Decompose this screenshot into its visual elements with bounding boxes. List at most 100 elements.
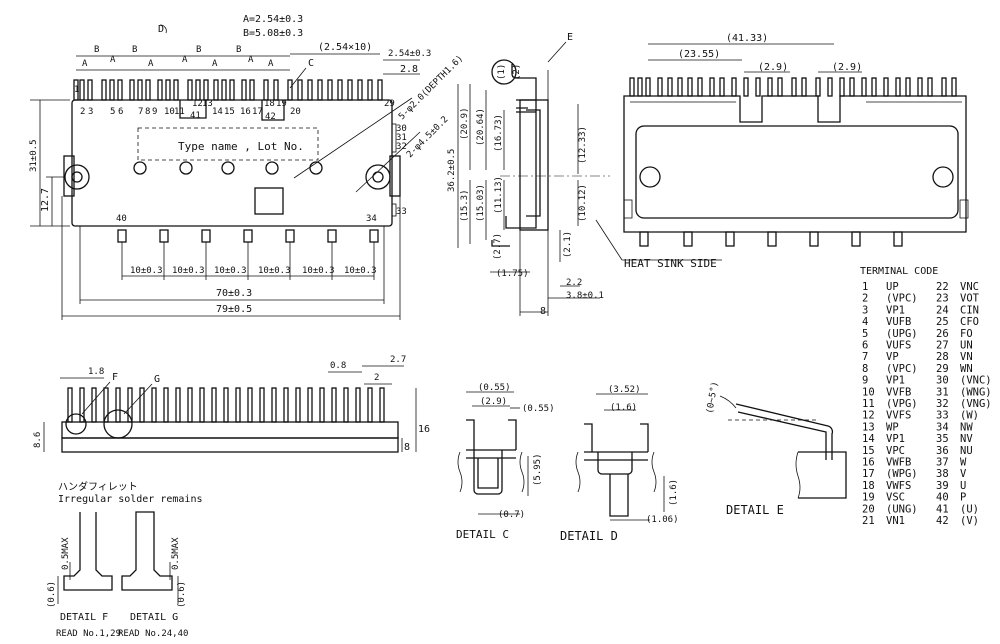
top-pin (195, 79, 201, 101)
terminal-name: WP (886, 421, 899, 433)
front-d08: 0.8 (330, 361, 346, 371)
type-name-label: Type name , Lot No. (178, 140, 304, 153)
e-angle: (0~5°) (705, 381, 720, 415)
right-top-pin (637, 77, 643, 97)
right-top-pin (917, 77, 923, 97)
pin-1: 1 (74, 85, 79, 95)
terminal-no: 9 (862, 375, 868, 387)
terminal-name: W (960, 457, 967, 469)
terminal-no: 6 (862, 340, 868, 352)
top-pin (117, 79, 123, 101)
terminal-no: 8 (862, 363, 868, 375)
top-pin (157, 79, 163, 101)
heat-sink-label: HEAT SINK SIDE (624, 257, 717, 270)
front-pin (379, 387, 385, 423)
pitch-6: 10±0.3 (344, 266, 377, 276)
terminal-no: 35 (936, 433, 949, 445)
right-top-pin (883, 77, 889, 97)
right-bottom-pins (639, 231, 903, 247)
top-pin (307, 79, 313, 101)
pin-13: 13 (202, 99, 213, 109)
pin-19: 19 (276, 99, 287, 109)
top-pin (241, 79, 247, 101)
label-a-2: A (110, 55, 116, 65)
terminal-no: 11 (862, 398, 875, 410)
terminal-name: (WPG) (886, 468, 918, 480)
front-d18: 1.8 (88, 367, 104, 377)
terminal-no: 3 (862, 304, 868, 316)
front-view: 1.8 F G 0.8 2.7 2 8.6 8 16 (33, 355, 430, 453)
d-175: (1.75) (496, 269, 529, 279)
pin-3: 3 (88, 107, 93, 117)
terminal-name: (VPG) (886, 398, 918, 410)
dim-127: 12.7 (40, 188, 51, 212)
right-top-pin (743, 77, 749, 97)
pin-5: 5 (110, 107, 115, 117)
terminal-name: VWFS (886, 480, 911, 492)
terminal-no: 14 (862, 433, 875, 445)
terminal-name: (VNG) (960, 398, 992, 410)
terminal-name: VNC (960, 281, 979, 293)
c-055b: (0.55) (522, 404, 555, 414)
c-595: (5.95) (533, 453, 543, 486)
terminal-no: 30 (936, 375, 949, 387)
bottom-pin (159, 229, 169, 243)
top-pin (297, 79, 303, 101)
terminal-name: VVFB (886, 386, 911, 398)
top-pins (73, 79, 383, 101)
d-4133: (41.33) (726, 33, 768, 44)
top-pin (287, 79, 293, 101)
front-d86: 8.6 (33, 432, 43, 448)
top-pin (165, 79, 171, 101)
terminal-name: VPC (886, 445, 905, 457)
pin-42: 42 (265, 112, 276, 122)
top-pin (79, 79, 85, 101)
right-bottom-pin (639, 231, 649, 247)
bottom-pin (369, 229, 379, 243)
terminal-no: 42 (936, 515, 949, 527)
right-bottom-pin (683, 231, 693, 247)
terminal-no: 1 (862, 281, 868, 293)
front-pin (307, 387, 313, 423)
top-pin (367, 79, 373, 101)
detail-f: DETAIL F (60, 612, 108, 623)
right-bottom-pin (809, 231, 819, 247)
front-label-f: F (112, 372, 118, 383)
front-pin (223, 387, 229, 423)
terminal-name: VUFS (886, 340, 911, 352)
right-top-pin (871, 77, 877, 97)
front-pin (199, 387, 205, 423)
d-29b: (2.9) (832, 62, 862, 73)
read-g: READ No.24,40 (118, 629, 188, 639)
terminal-no: 38 (936, 468, 949, 480)
terminal-no: 36 (936, 445, 949, 457)
front-pin (139, 387, 145, 423)
terminal-name: (UNG) (886, 503, 918, 515)
terminal-name: VP1 (886, 304, 905, 316)
pin-12: 12 (192, 99, 203, 109)
label-a-5: A (212, 59, 218, 69)
top-pin (317, 79, 323, 101)
terminal-name: CIN (960, 304, 979, 316)
front-pin (295, 387, 301, 423)
right-top-pin (827, 77, 833, 97)
note-a: A=2.54±0.3 (243, 14, 303, 25)
terminal-no: 5 (862, 328, 868, 340)
label-a-4: A (182, 55, 188, 65)
terminal-no: 37 (936, 457, 949, 469)
detail-d-title: DETAIL D (560, 529, 618, 543)
front-pin (367, 387, 373, 423)
pin-10: 10 (164, 107, 175, 117)
terminal-name: NV (960, 433, 973, 445)
label-a-7: A (268, 59, 274, 69)
terminal-no: 16 (862, 457, 875, 469)
right-top-pin (755, 77, 761, 97)
terminal-name: VVFS (886, 410, 911, 422)
d-1233: (12.33) (578, 126, 588, 164)
top-pin (327, 79, 333, 101)
c-29: (2.9) (480, 397, 507, 407)
front-pin (115, 387, 121, 423)
d-38: 3.8±0.1 (566, 291, 604, 301)
front-pin (259, 387, 265, 423)
label-b-4: B (236, 45, 241, 55)
